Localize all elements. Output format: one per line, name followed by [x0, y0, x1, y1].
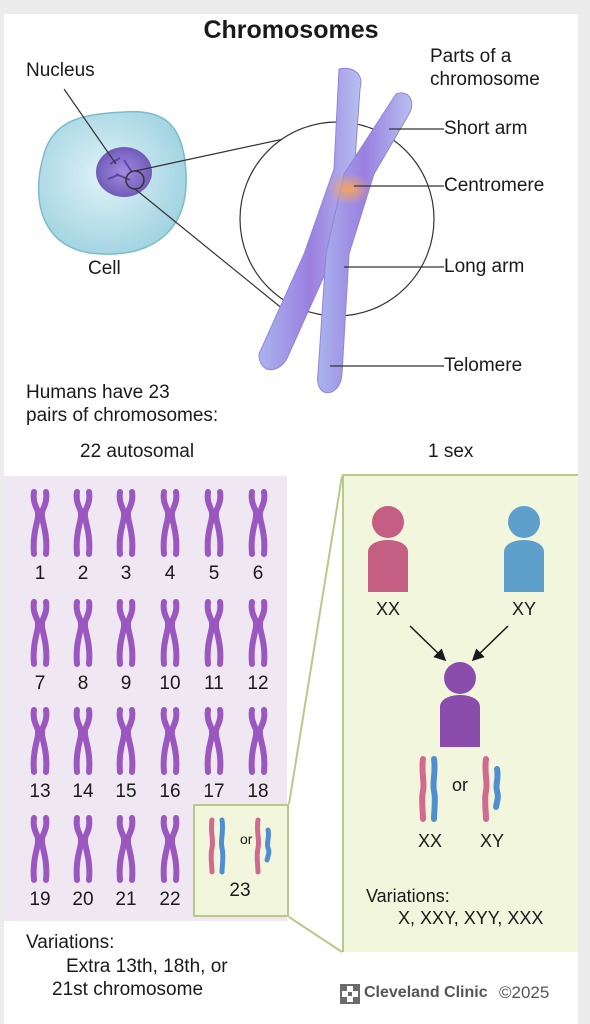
sex-variations-heading: Variations: [366, 886, 450, 906]
autosome-number-19: 19 [29, 889, 50, 910]
sex-variations-list: X, XXY, XYY, XXX [398, 908, 544, 928]
pair23-xy [254, 817, 272, 875]
autosome-8: 8 [73, 599, 93, 694]
page-title: Chromosomes [203, 16, 379, 44]
copyright: ©2025 [499, 983, 550, 1002]
autosome-number-22: 22 [159, 889, 180, 910]
child-figure [440, 662, 480, 747]
pair23-or-label: or [240, 831, 253, 847]
autosome-number-16: 16 [159, 781, 180, 802]
pair23-connectors [288, 475, 343, 953]
cell-label: Cell [88, 258, 121, 279]
autosome-number-17: 17 [203, 781, 224, 802]
part-leaders [330, 128, 444, 367]
autosome-19: 19 [29, 815, 51, 910]
autosome-number-9: 9 [121, 673, 132, 694]
autosome-number-6: 6 [253, 563, 264, 584]
autosome-3: 3 [116, 489, 136, 584]
child-xx-chromosomes [419, 756, 438, 822]
autosome-22: 22 [159, 815, 181, 910]
autosome-number-4: 4 [165, 563, 176, 584]
child-or-label: or [452, 775, 468, 795]
autosome-13: 13 [29, 707, 51, 802]
parent-male [504, 506, 544, 592]
parts-heading-line2: chromosome [430, 69, 540, 90]
autosome-number-14: 14 [72, 781, 94, 802]
autosome-number-8: 8 [78, 673, 89, 694]
autosomal-variations-line1: Extra 13th, 18th, or [66, 956, 228, 977]
cleveland-clinic-logo-icon [340, 984, 360, 1004]
autosomal-variations-heading: Variations: [26, 932, 115, 953]
part-telomere: Telomere [444, 355, 523, 376]
autosome-number-5: 5 [209, 563, 220, 584]
child-xy-chromosomes [482, 756, 501, 822]
parts-heading-line1: Parts of a [430, 46, 512, 67]
child-xy-label: XY [480, 831, 504, 851]
parent-male-label: XY [512, 599, 536, 619]
parent-female-label: XX [376, 599, 400, 619]
autosome-number-11: 11 [204, 673, 224, 694]
autosome-2: 2 [73, 489, 93, 584]
autosome-number-20: 20 [72, 889, 93, 910]
nucleus-shape [96, 147, 152, 197]
centromere-highlight [327, 173, 371, 205]
pair-23-box [193, 804, 289, 917]
autosome-20: 20 [72, 815, 94, 910]
autosomal-heading: 22 autosomal [80, 441, 195, 462]
autosome-10: 10 [159, 599, 181, 694]
autosome-number-13: 13 [29, 781, 50, 802]
parent-female [368, 506, 408, 592]
pair23-number: 23 [229, 880, 250, 901]
arrow-from-female [409, 625, 447, 662]
pair23-xx [208, 817, 226, 875]
sex-heading: 1 sex [428, 441, 474, 462]
autosome-17: 17 [203, 707, 225, 802]
autosome-number-21: 21 [115, 889, 136, 910]
part-short-arm: Short arm [444, 118, 528, 139]
part-centromere: Centromere [444, 175, 545, 196]
autosome-5: 5 [204, 489, 224, 584]
large-chromosome [258, 67, 413, 394]
autosome-4: 4 [160, 489, 180, 584]
autosomal-variations-line2: 21st chromosome [52, 979, 204, 1000]
humans-line2: pairs of chromosomes: [26, 405, 219, 426]
autosome-18: 18 [247, 707, 269, 802]
part-long-arm: Long arm [444, 256, 525, 277]
autosome-7: 7 [30, 599, 50, 694]
humans-line1: Humans have 23 [26, 382, 170, 403]
autosome-9: 9 [116, 599, 136, 694]
autosome-11: 11 [204, 599, 224, 694]
autosome-number-1: 1 [35, 563, 46, 584]
autosome-number-18: 18 [247, 781, 268, 802]
brand-name: Cleveland Clinic [364, 984, 488, 1001]
autosome-number-3: 3 [121, 563, 132, 584]
autosome-number-2: 2 [78, 563, 89, 584]
pair-23-chromosomes: or 23 [208, 817, 272, 901]
autosome-16: 16 [159, 707, 181, 802]
autosome-number-15: 15 [115, 781, 136, 802]
autosome-1: 1 [30, 489, 50, 584]
arrow-from-male [471, 625, 509, 662]
autosome-21: 21 [115, 815, 137, 910]
nucleus-label: Nucleus [26, 60, 95, 81]
child-xx-label: XX [418, 831, 442, 851]
autosome-14: 14 [72, 707, 94, 802]
autosome-6: 6 [248, 489, 268, 584]
autosome-15: 15 [115, 707, 137, 802]
autosome-number-10: 10 [159, 673, 180, 694]
autosome-number-7: 7 [35, 673, 46, 694]
autosome-number-12: 12 [247, 673, 268, 694]
cell-illustration [37, 88, 187, 255]
autosome-12: 12 [247, 599, 269, 694]
